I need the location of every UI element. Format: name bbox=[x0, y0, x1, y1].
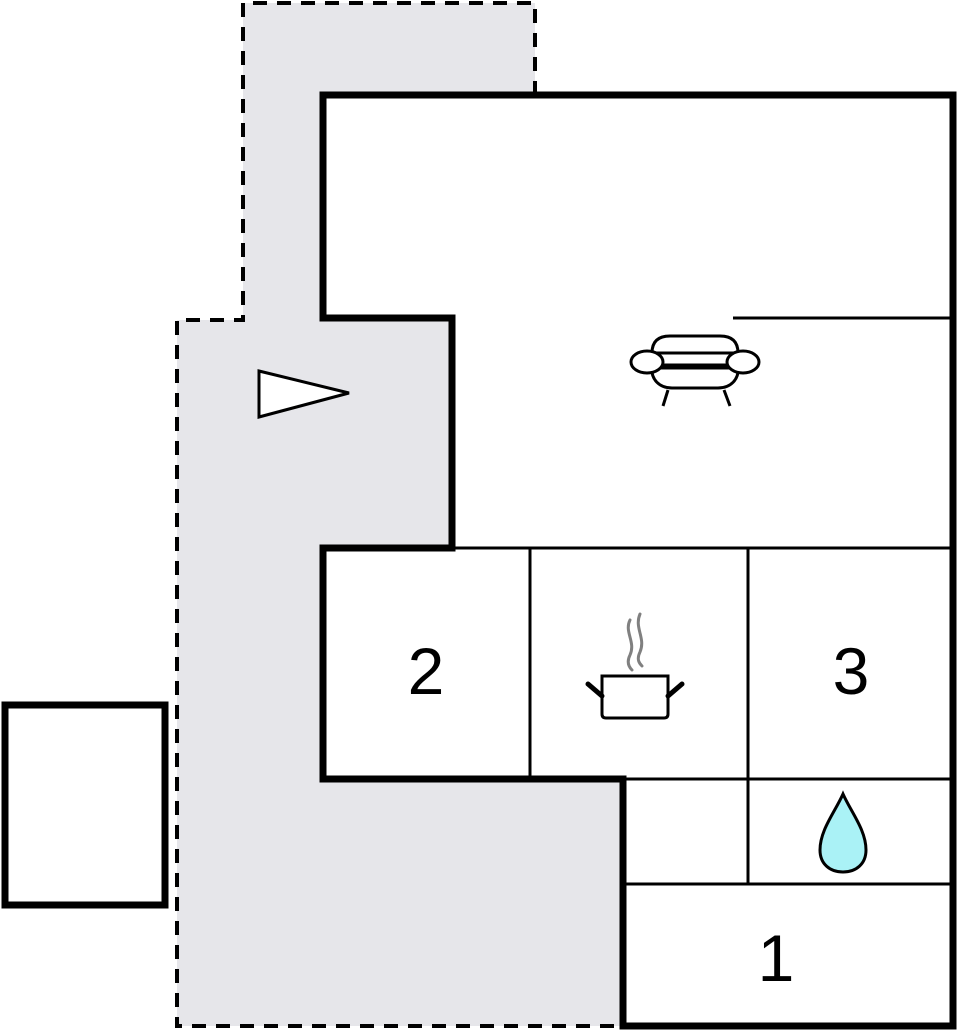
sofa-icon bbox=[629, 334, 761, 407]
cooking-pot-icon bbox=[585, 612, 685, 720]
outer-walls bbox=[319, 91, 957, 1030]
house bbox=[319, 91, 957, 1030]
water-drop-icon bbox=[818, 790, 868, 874]
room-label-1: 1 bbox=[757, 921, 795, 995]
interior-walls bbox=[452, 546, 953, 886]
room-label-2: 2 bbox=[407, 634, 445, 708]
outbuilding bbox=[1, 701, 169, 909]
terrace-area bbox=[175, 1, 623, 1028]
room-label-3: 3 bbox=[832, 634, 870, 708]
entrance-arrow-icon bbox=[257, 369, 350, 419]
